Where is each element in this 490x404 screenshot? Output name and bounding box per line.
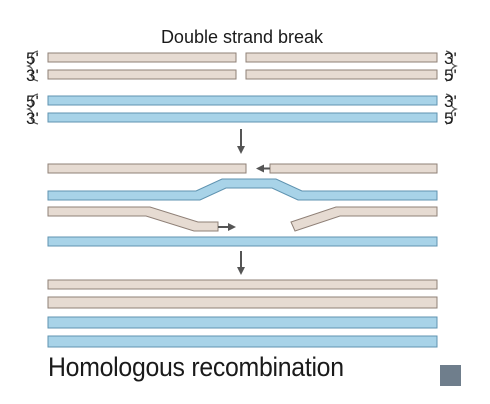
template-strand-lower	[47, 236, 438, 247]
stage-2-strand-invasion	[47, 163, 438, 247]
invading-strand-bottom-left	[47, 206, 219, 232]
diagram-title: Double strand break	[161, 27, 324, 47]
label-3prime-right-2: 3'	[444, 92, 457, 111]
stage-1-broken-duplex	[47, 52, 438, 80]
invading-strand-top-right	[269, 163, 438, 174]
label-5prime-right-2: 5'	[444, 109, 457, 128]
label-5prime-left-2: 5'	[26, 92, 39, 111]
strand-end-labels: 5' 3' 5' 3' 3' 5' 3' 5'	[26, 49, 457, 128]
label-3prime-right-1: 3'	[444, 49, 457, 68]
damaged-strand-bottom-left	[47, 69, 237, 80]
diagram-caption: Homologous recombination	[48, 352, 344, 382]
invading-strand-top-left	[47, 163, 247, 174]
template-strand-bottom	[47, 112, 438, 123]
stage-1-template-duplex	[47, 95, 438, 123]
bracket-icon	[26, 50, 458, 125]
template-strand-displaced	[47, 178, 438, 201]
label-5prime-right-1: 5'	[444, 66, 457, 85]
label-5prime-left-1: 5'	[26, 49, 39, 68]
label-3prime-left-2: 3'	[26, 109, 39, 128]
label-3prime-left-1: 3'	[26, 66, 39, 85]
invading-strand-bottom-right	[290, 206, 438, 232]
repaired-strand-1	[47, 279, 438, 290]
template-strand-top	[47, 95, 438, 106]
stage-3-repaired-duplexes	[47, 279, 438, 348]
damaged-strand-top-right	[245, 52, 438, 63]
repaired-strand-2	[47, 296, 438, 309]
template-strand-restored-1	[47, 316, 438, 329]
damaged-strand-top-left	[47, 52, 237, 63]
corner-square	[440, 365, 461, 386]
damaged-strand-bottom-right	[245, 69, 438, 80]
template-strand-restored-2	[47, 335, 438, 348]
